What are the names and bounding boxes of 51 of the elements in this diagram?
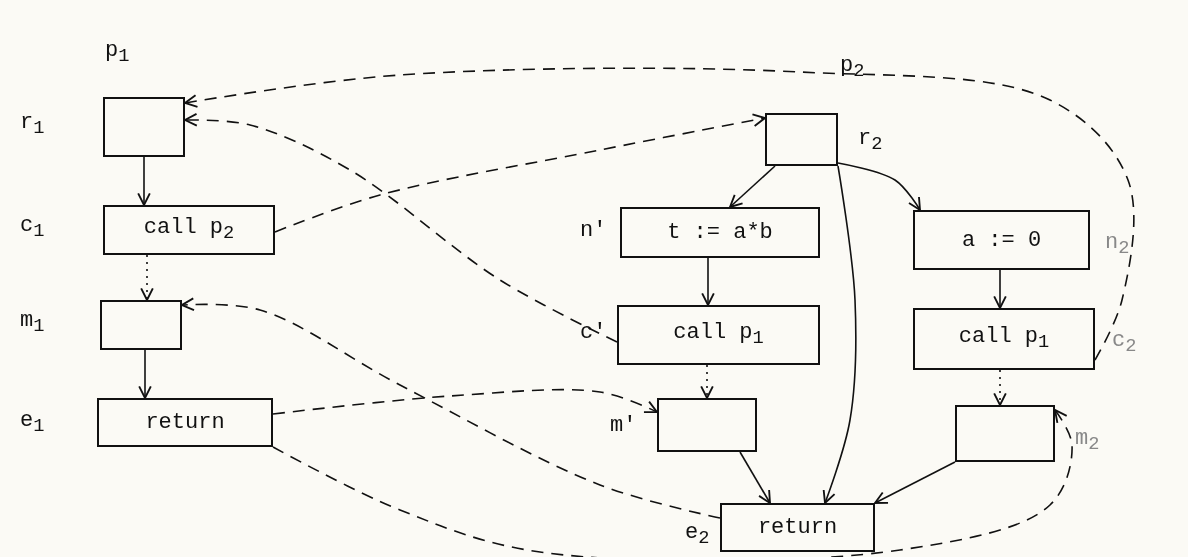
dashed-arrow [274, 113, 766, 233]
arrow [729, 165, 776, 208]
node-label: e$_{1}$ [20, 410, 45, 437]
statement-box [617, 305, 820, 365]
dashed-arrow [272, 409, 1073, 557]
arrow [138, 349, 152, 399]
node-label: r$_{2}$ [858, 128, 883, 155]
arrow [993, 269, 1007, 309]
node-label: c$_{2}$ [1112, 330, 1137, 357]
statement-text: return [757, 515, 838, 540]
dashed-arrow [993, 369, 1007, 406]
dashed-arrow [140, 254, 154, 301]
statement-text: return [145, 410, 225, 435]
dashed-arrow [184, 67, 1135, 361]
dashed-arrow [181, 297, 721, 519]
statement-text: t := a*b [667, 220, 773, 245]
arrow [701, 257, 715, 306]
dashed-arrow [184, 113, 618, 343]
arrow [822, 165, 857, 504]
node-label: m$_{2}$ [1075, 428, 1100, 455]
statement-text: call p$_{1}$ [958, 324, 1050, 354]
empty-box [657, 398, 757, 452]
arrow [837, 162, 921, 211]
dashed-arrow [700, 364, 714, 399]
arrow [137, 156, 151, 206]
node-label: c' [580, 322, 607, 344]
node-label: n$_{2}$ [1105, 232, 1130, 259]
arrow [874, 461, 956, 504]
procedure-label: p$_{2}$ [840, 55, 865, 82]
statement-box [620, 207, 820, 258]
node-label: m' [610, 415, 637, 437]
node-label: m$_{1}$ [20, 310, 45, 337]
statement-text: call p$_{2}$ [143, 215, 235, 245]
statement-text: a := 0 [961, 227, 1042, 253]
statement-box [913, 308, 1095, 370]
empty-box [765, 113, 838, 166]
statement-box [103, 205, 275, 255]
node-label: c$_{1}$ [20, 215, 45, 242]
statement-box [97, 398, 273, 447]
empty-box [103, 97, 185, 157]
statement-text: call p$_{1}$ [673, 320, 764, 350]
node-label: e$_{2}$ [685, 522, 710, 549]
empty-box [955, 405, 1055, 462]
empty-box [100, 300, 182, 350]
node-label: r$_{1}$ [20, 112, 45, 139]
procedure-label: p$_{1}$ [105, 40, 130, 67]
dashed-arrow [272, 388, 658, 415]
arrow [739, 451, 771, 504]
statement-box [720, 503, 875, 552]
statement-box [913, 210, 1090, 270]
node-label: n' [580, 220, 607, 242]
